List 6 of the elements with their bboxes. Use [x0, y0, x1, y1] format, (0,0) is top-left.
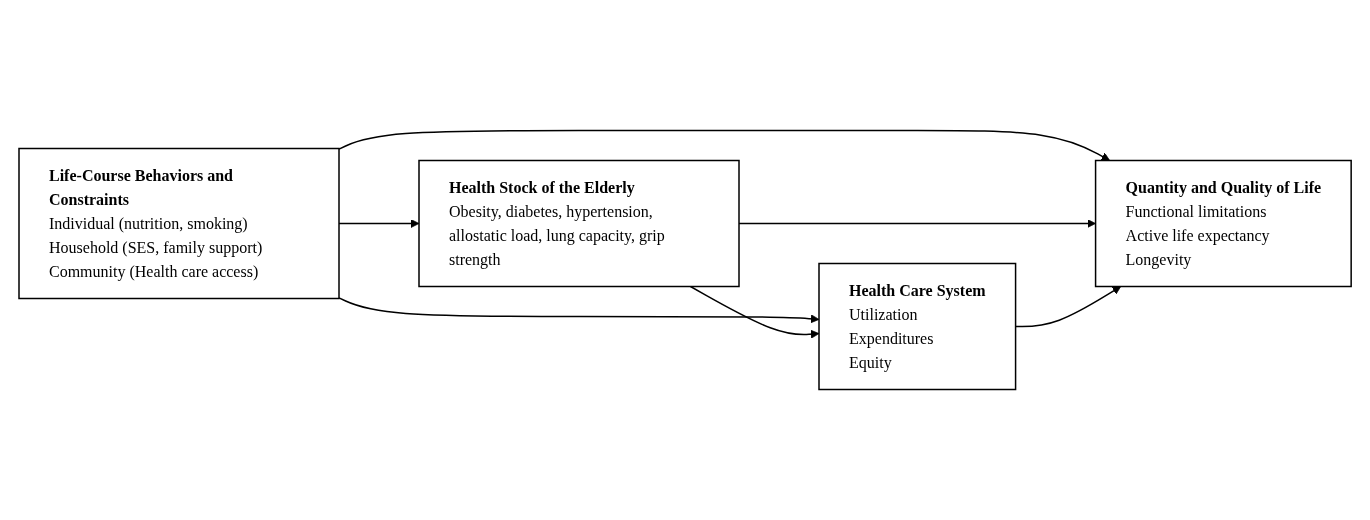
node-box: Health Care System Utilization Expenditures Equity [818, 262, 1017, 391]
node-box: Health Stock of the Elderly Obesity, diabetes, hypertension, allostatic load, lung capacity, grip strength [418, 159, 740, 288]
arrow [338, 129, 1111, 161]
arrow [738, 219, 1096, 228]
node-box: Quantity and Quality of Life Functional limitations Active life expectancy Longevity [1094, 159, 1352, 288]
node-box: Life-Course Behaviors and Constraints Individual (nutrition, smoking) Household (SES, family support) Community (Health care access) [18, 147, 340, 300]
